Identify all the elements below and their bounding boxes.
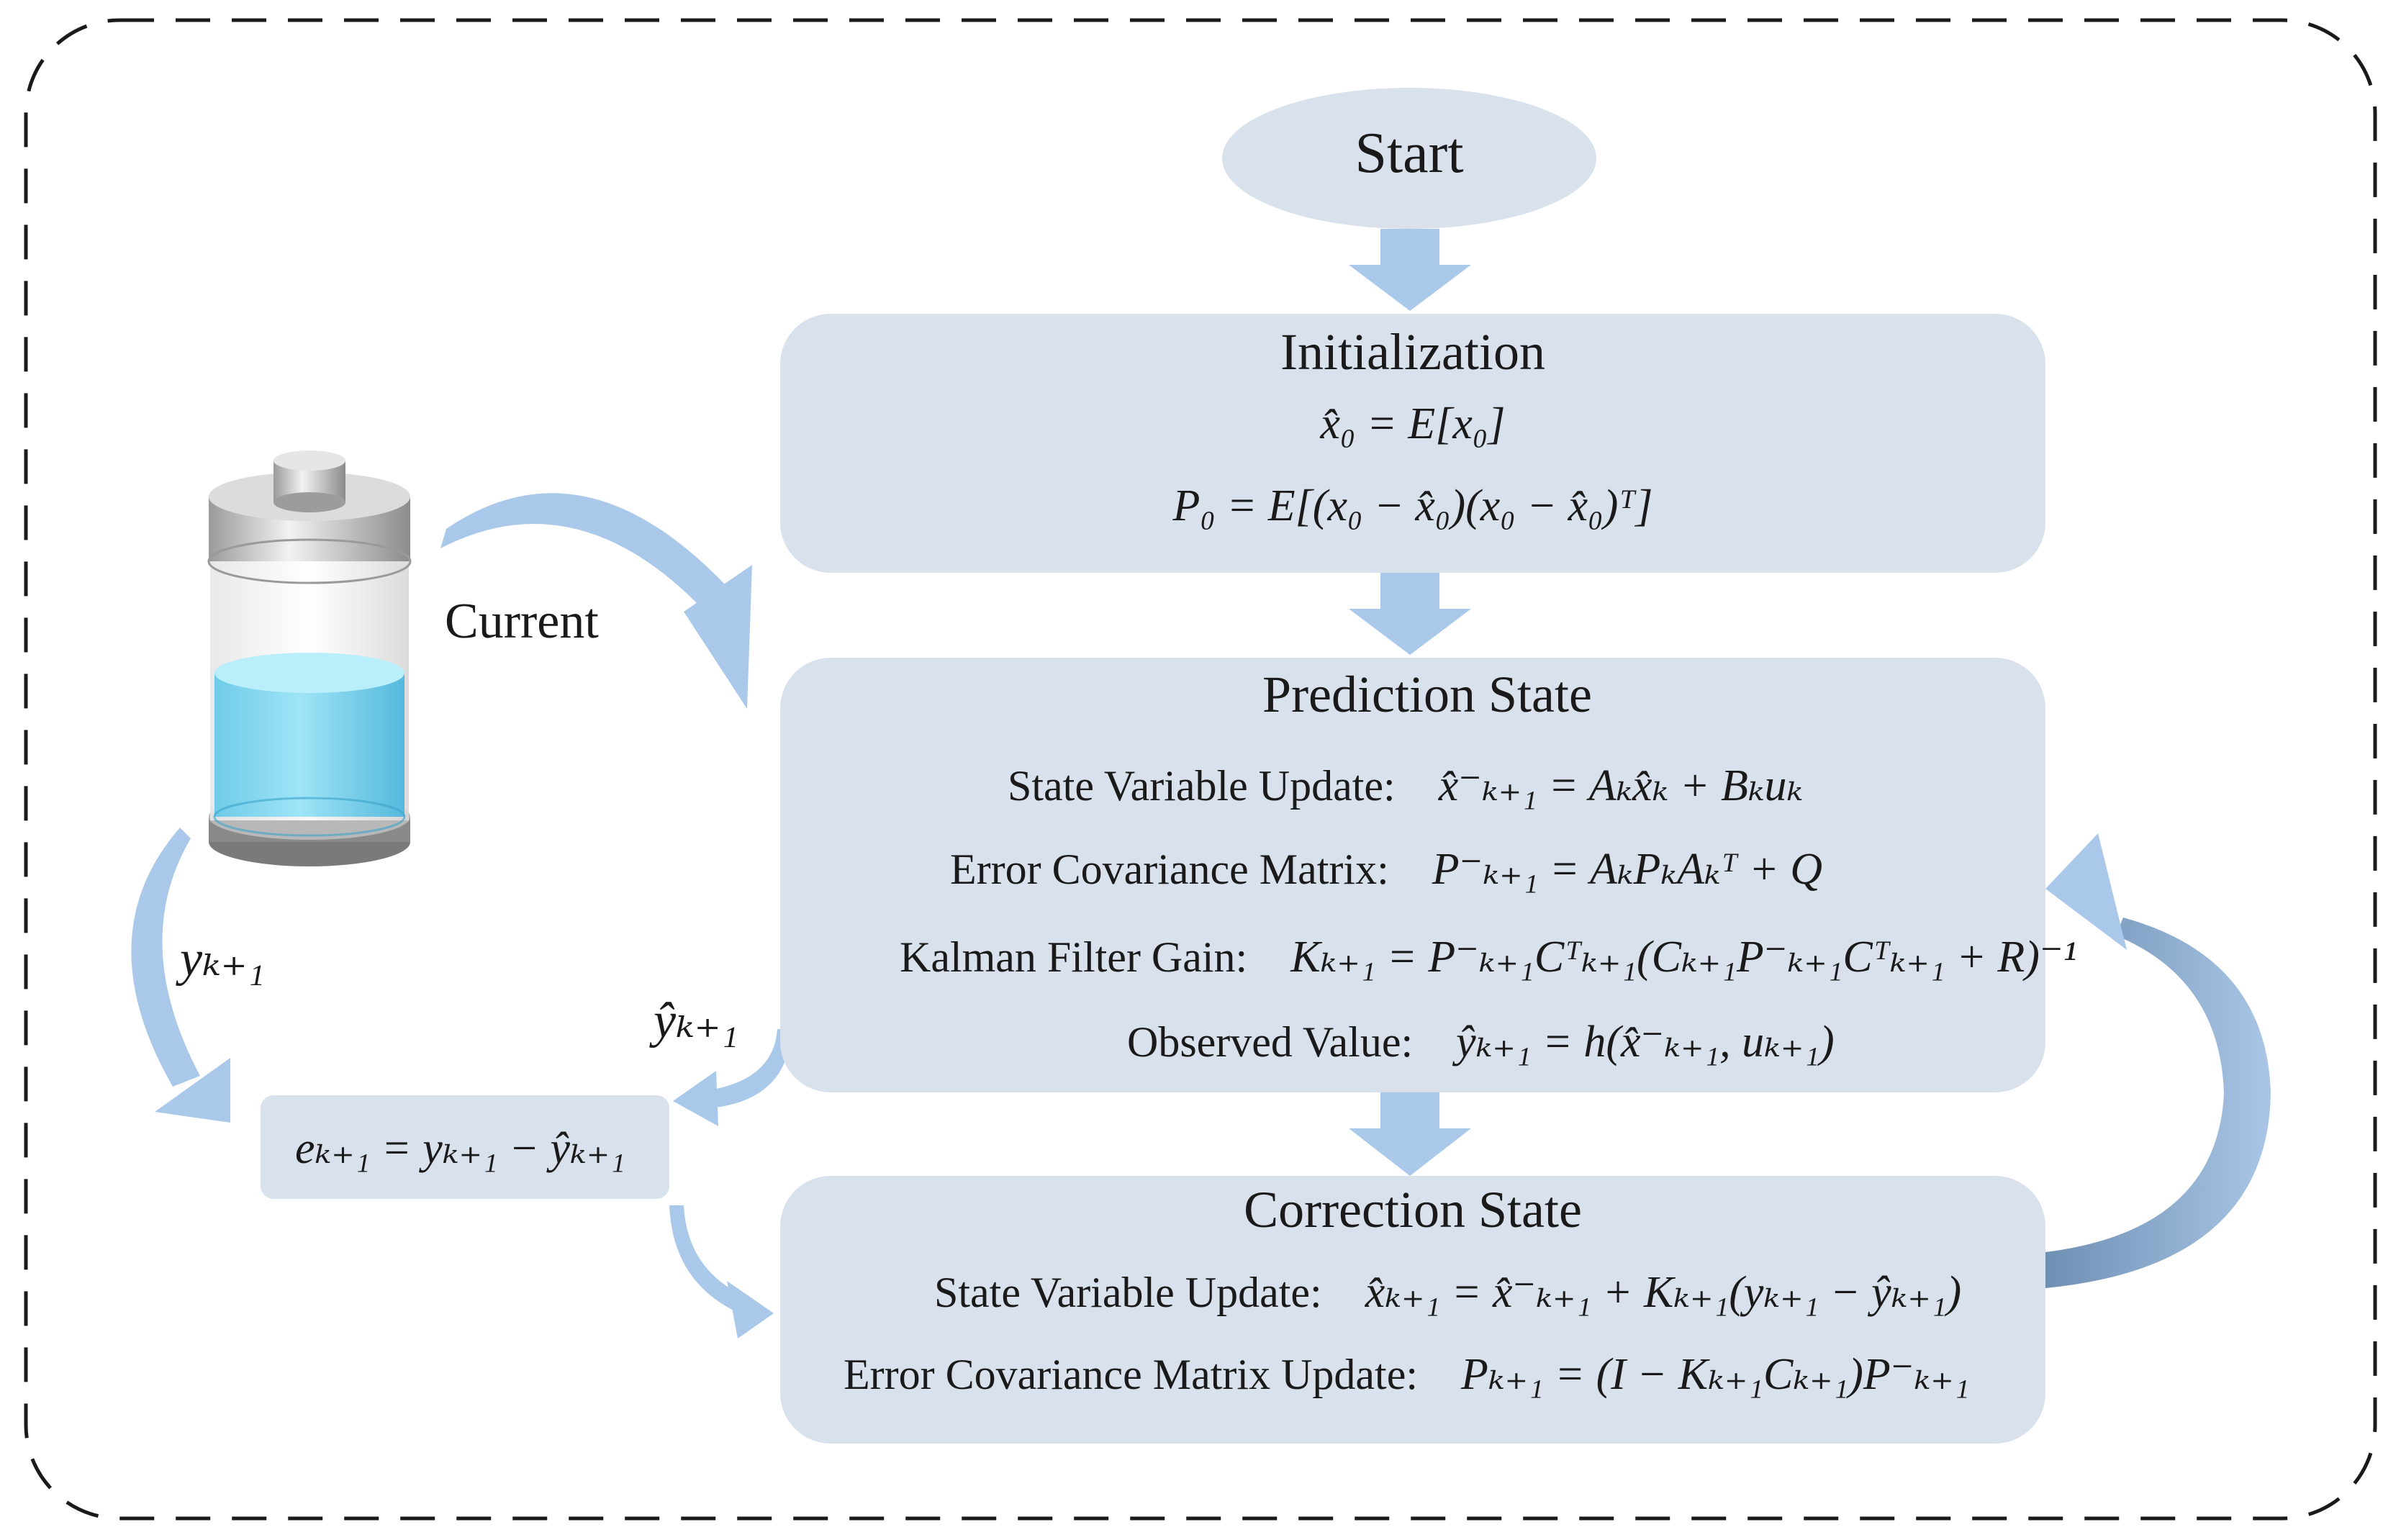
correction-row-label: Error Covariance Matrix Update:	[844, 1351, 1419, 1398]
prediction-box: Prediction State State Variable Update: …	[780, 658, 2076, 1092]
prediction-row-observed-value: Observed Value: ŷₖ₊₁ = h(x̂⁻ₖ₊₁, uₖ₊₁)	[1127, 1015, 1835, 1068]
prediction-title: Prediction State	[1262, 666, 1592, 723]
measured-output-label: yₖ₊₁	[180, 931, 265, 987]
prediction-row-state-update: State Variable Update: x̂⁻ₖ₊₁ = Aₖx̂ₖ + …	[1008, 758, 1803, 812]
measured-output-arrow	[131, 828, 230, 1123]
current-label: Current	[445, 594, 599, 649]
error-box: eₖ₊₁ = yₖ₊₁ − ŷₖ₊₁	[261, 1095, 669, 1199]
prediction-row-equation: P⁻ₖ₊₁ = AₖPₖAₖᵀ + Q	[1432, 845, 1822, 894]
initialization-title: Initialization	[1280, 323, 1545, 381]
correction-row-equation: Pₖ₊₁ = (I − Kₖ₊₁Cₖ₊₁)P⁻ₖ₊₁	[1461, 1350, 1970, 1399]
correction-box: Correction State State Variable Update: …	[780, 1176, 2045, 1444]
error-to-correction-arrow	[669, 1205, 774, 1339]
estimated-output-label: ŷₖ₊₁	[654, 993, 738, 1048]
initialization-eq2: P₀ = E[(x₀ − x̂₀)(x₀ − x̂₀)ᵀ]	[780, 481, 2045, 532]
initialization-eq1-text: x̂₀ = E[x₀]	[1320, 399, 1506, 448]
prediction-row-label: State Variable Update:	[1008, 762, 1396, 810]
correction-row-equation: x̂ₖ₊₁ = x̂⁻ₖ₊₁ + Kₖ₊₁(yₖ₊₁ − ŷₖ₊₁)	[1365, 1268, 1962, 1317]
prediction-row-equation: Kₖ₊₁ = P⁻ₖ₊₁Cᵀₖ₊₁(Cₖ₊₁P⁻ₖ₊₁Cᵀₖ₊₁ + R)⁻¹	[1290, 933, 2077, 982]
estimated-output-arrow	[673, 1029, 792, 1126]
initialization-eq2-text: P₀ = E[(x₀ − x̂₀)(x₀ − x̂₀)ᵀ]	[1172, 481, 1653, 530]
prediction-row-label: Kalman Filter Gain:	[900, 933, 1248, 981]
prediction-row-label: Error Covariance Matrix:	[950, 846, 1389, 893]
current-arrow	[440, 493, 752, 709]
flow-arrow-init-prediction	[1349, 573, 1471, 655]
initialization-box: Initialization x̂₀ = E[x₀] P₀ = E[(x₀ − …	[780, 314, 2045, 573]
prediction-row-kalman-gain: Kalman Filter Gain: Kₖ₊₁ = P⁻ₖ₊₁Cᵀₖ₊₁(Cₖ…	[900, 930, 2076, 983]
start-node: Start	[1222, 88, 1596, 229]
correction-title: Correction State	[1244, 1181, 1582, 1238]
correction-row-state-update: State Variable Update: x̂ₖ₊₁ = x̂⁻ₖ₊₁ + …	[934, 1265, 1961, 1318]
battery-icon	[207, 450, 412, 866]
prediction-row-equation: x̂⁻ₖ₊₁ = Aₖx̂ₖ + Bₖuₖ	[1438, 761, 1804, 810]
flow-arrow-start-init	[1349, 229, 1471, 311]
start-label: Start	[1355, 122, 1464, 185]
prediction-row-label: Observed Value:	[1127, 1018, 1414, 1066]
initialization-eq1: x̂₀ = E[x₀]	[780, 399, 2045, 450]
error-equation: eₖ₊₁ = yₖ₊₁ − ŷₖ₊₁	[295, 1124, 625, 1173]
feedback-loop-arrow	[2045, 833, 2271, 1288]
correction-row-label: State Variable Update:	[934, 1269, 1322, 1316]
prediction-row-error-covariance: Error Covariance Matrix: P⁻ₖ₊₁ = AₖPₖAₖᵀ…	[950, 842, 1822, 895]
prediction-row-equation: ŷₖ₊₁ = h(x̂⁻ₖ₊₁, uₖ₊₁)	[1456, 1018, 1835, 1066]
correction-row-error-covariance-update: Error Covariance Matrix Update: Pₖ₊₁ = (…	[844, 1347, 1969, 1400]
flow-arrow-prediction-correction	[1349, 1092, 1471, 1176]
outer-dashed-frame	[24, 18, 2377, 1521]
